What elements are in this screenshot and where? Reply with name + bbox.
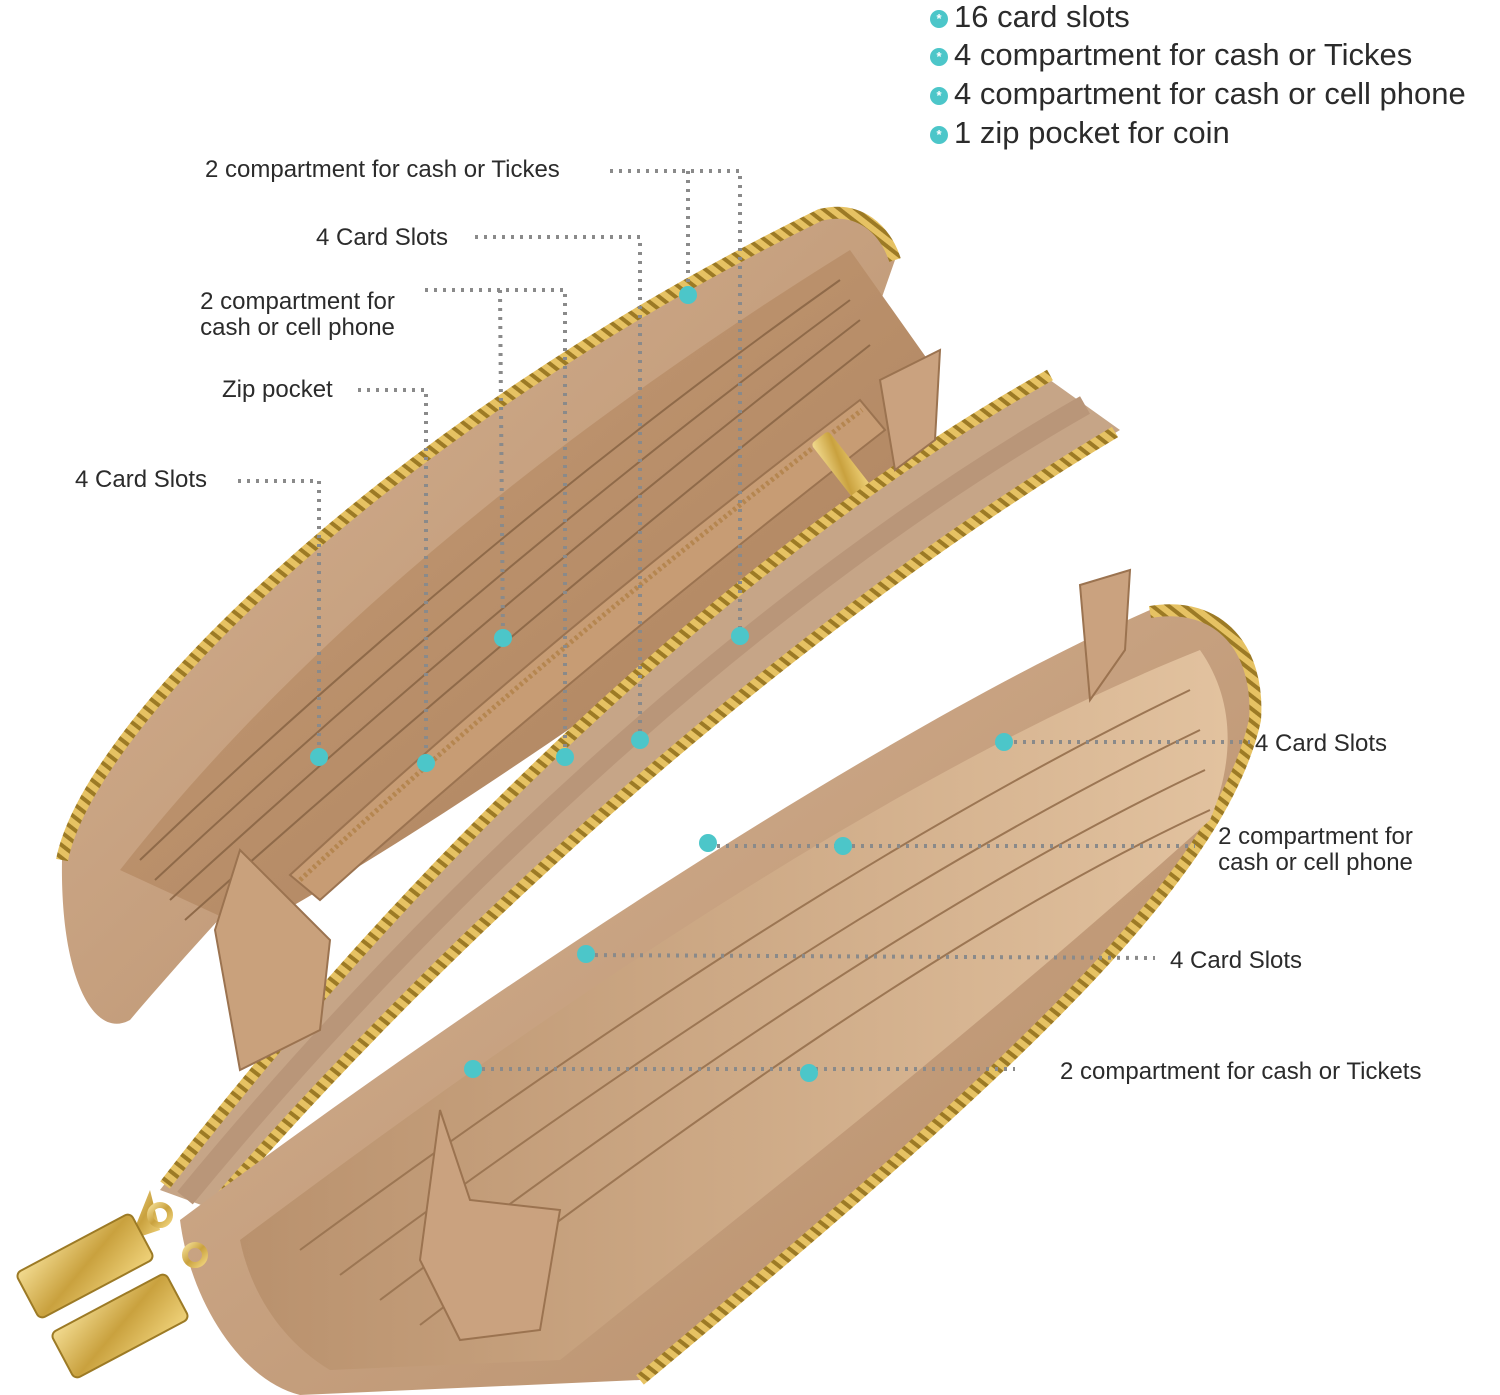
callout-marker-icon — [464, 1060, 482, 1078]
feature-text: 4 compartment for cash or Tickes — [954, 37, 1413, 72]
callout-cash-phone-right: 2 compartment for cash or cell phone — [1198, 824, 1433, 876]
callout-marker-icon — [834, 837, 852, 855]
teal-bullet-icon: * — [930, 47, 948, 66]
callout-card-slots-lower-right: 4 Card Slots — [1170, 947, 1303, 974]
callout-cash-tickets-left: 2 compartment for cash or Tickes — [205, 156, 560, 183]
callout-marker-icon — [699, 834, 717, 852]
callout-marker-icon — [679, 286, 697, 304]
callout-marker-icon — [310, 748, 328, 766]
callout-marker-icon — [556, 748, 574, 766]
feature-item: * 4 compartment for cash or Tickes — [930, 38, 1412, 72]
callout-cash-tickets-right: 2 compartment for cash or Tickets — [1060, 1058, 1422, 1085]
callout-zip-pocket: Zip pocket — [222, 376, 333, 403]
feature-text: 4 compartment for cash or cell phone — [954, 76, 1466, 111]
wallet-middle-gusset — [160, 369, 1120, 1212]
callout-cash-phone-left: 2 compartment for cash or cell phone — [180, 289, 415, 341]
callout-line: 2 compartment for — [1218, 823, 1413, 850]
leader-lines — [238, 169, 1250, 1071]
feature-item: * 4 compartment for cash or cell phone — [930, 77, 1466, 111]
callout-marker-icon — [577, 945, 595, 963]
callout-line: 2 compartment for — [200, 288, 395, 315]
teal-bullet-icon: * — [930, 86, 948, 105]
zipper-pulls — [16, 1190, 208, 1379]
callout-card-slots-left: 4 Card Slots — [75, 466, 208, 493]
callout-marker-icon — [494, 629, 512, 647]
callout-markers — [310, 286, 1013, 1082]
feature-item: * 16 card slots — [930, 0, 1130, 34]
callout-card-slots-upper-right: 4 Card Slots — [1255, 730, 1388, 757]
callout-marker-icon — [631, 731, 649, 749]
callout-marker-icon — [731, 627, 749, 645]
feature-text: 16 card slots — [954, 0, 1130, 34]
feature-text: 1 zip pocket for coin — [954, 115, 1230, 150]
callout-marker-icon — [800, 1064, 818, 1082]
wallet-right-shell — [180, 348, 1262, 1395]
callout-marker-icon — [417, 754, 435, 772]
callout-card-slots-top: 4 Card Slots — [316, 224, 449, 251]
feature-item: * 1 zip pocket for coin — [930, 116, 1230, 150]
callout-line: cash or cell phone — [1218, 849, 1413, 876]
teal-bullet-icon: * — [930, 9, 948, 28]
callout-marker-icon — [995, 733, 1013, 751]
callout-line: cash or cell phone — [200, 314, 395, 341]
teal-bullet-icon: * — [930, 125, 948, 144]
